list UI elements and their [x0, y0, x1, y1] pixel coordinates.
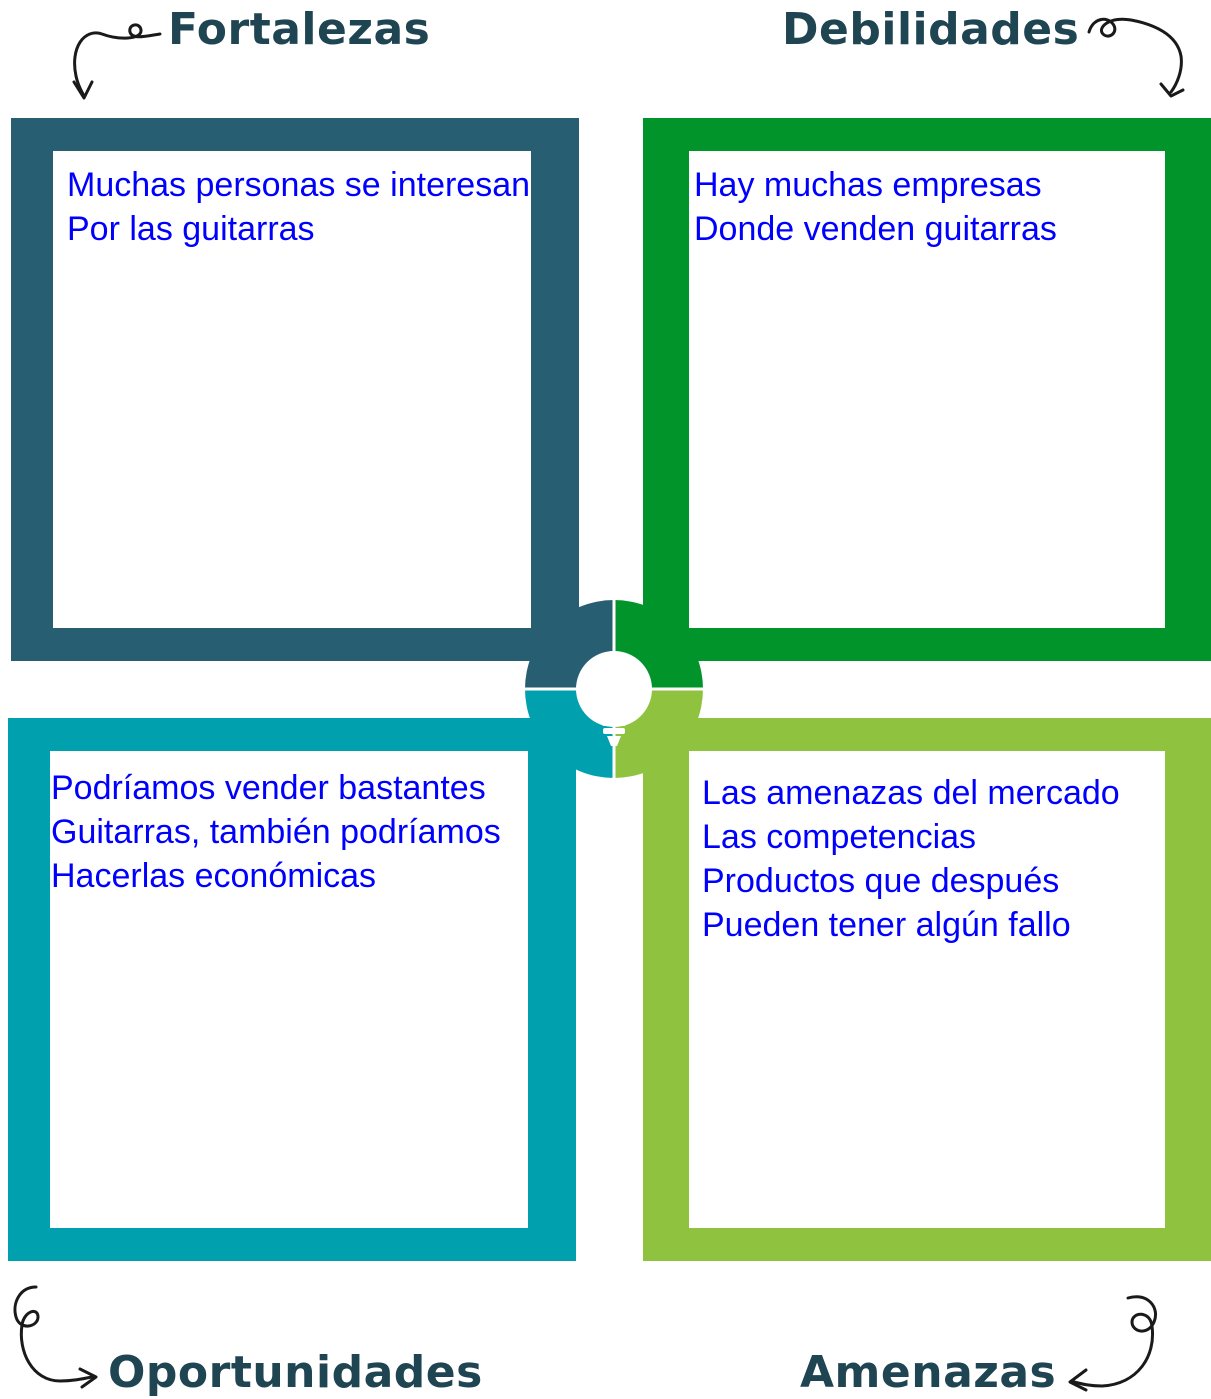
note-line: Muchas personas se interesan: [67, 166, 531, 204]
note-line: Donde venden guitarras: [694, 210, 1057, 248]
note-line: Hacerlas económicas: [51, 857, 377, 895]
note-line: Guitarras, también podríamos: [51, 813, 501, 851]
curly-arrow-icon: [1068, 1295, 1157, 1392]
debilidades-note: Hay muchas empresas Donde venden guitarr…: [694, 163, 1057, 251]
curly-arrow-icon: [72, 23, 162, 100]
note-line: Por las guitarras: [67, 210, 315, 248]
debilidades-heading: Debilidades: [782, 4, 1080, 55]
amenazas-heading: Amenazas: [800, 1347, 1057, 1398]
note-line: Productos que después: [702, 862, 1060, 900]
lightbulb-icon: [584, 654, 644, 746]
amenazas-box: [643, 718, 1211, 1261]
fortalezas-box: [11, 118, 579, 661]
note-line: Las amenazas del mercado: [702, 774, 1120, 812]
curly-arrow-icon: [13, 1285, 98, 1389]
note-line: Podríamos vender bastantes: [51, 769, 486, 807]
amenazas-note: Las amenazas del mercado Las competencia…: [702, 771, 1120, 947]
curly-arrow-icon: [1087, 17, 1185, 98]
note-line: Hay muchas empresas: [694, 166, 1042, 204]
note-line: Pueden tener algún fallo: [702, 906, 1071, 944]
fortalezas-note: Muchas personas se interesan Por las gui…: [67, 163, 530, 251]
fortalezas-heading: Fortalezas: [168, 4, 431, 55]
oportunidades-heading: Oportunidades: [108, 1347, 483, 1398]
center-hub: [525, 600, 703, 778]
oportunidades-note: Podríamos vender bastantes Guitarras, ta…: [51, 766, 501, 898]
oportunidades-box: [8, 718, 576, 1261]
debilidades-box: [643, 118, 1211, 661]
note-line: Las competencias: [702, 818, 977, 856]
